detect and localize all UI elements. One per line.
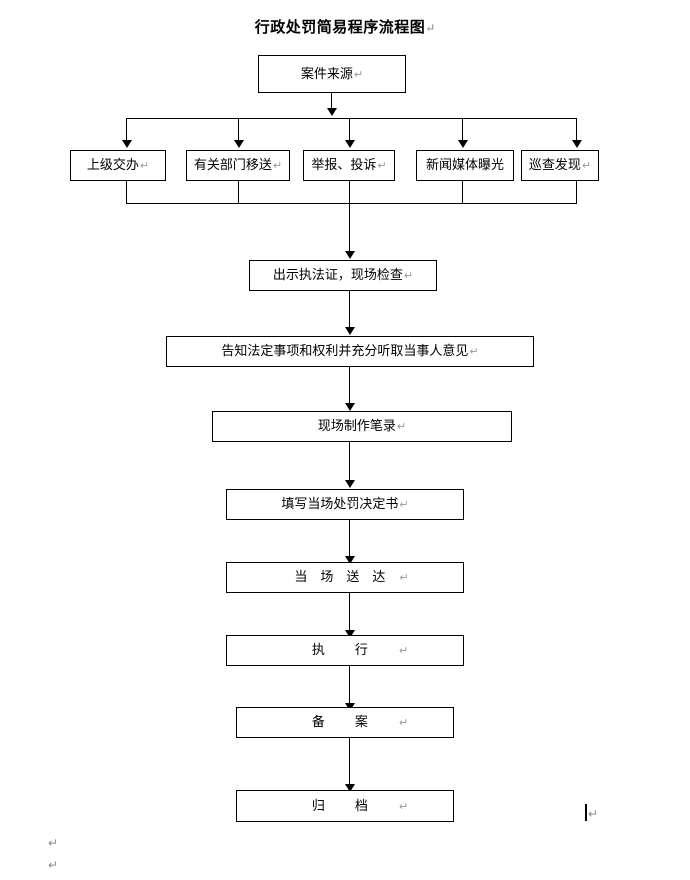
node-on-site-delivery-label: 当场送达 (294, 570, 399, 585)
paragraph-mark-icon: ↵ (399, 498, 409, 511)
merge-bus-line (126, 203, 576, 204)
connector-source-to-bus (331, 93, 332, 112)
page-title-text: 行政处罚简易程序流程图 (254, 18, 426, 36)
paragraph-mark-icon: ↵ (398, 799, 409, 813)
node-case-source[interactable]: 案件来源↵ (258, 55, 406, 93)
paragraph-mark-icon: ↵ (581, 159, 592, 172)
node-patrol-discovery[interactable]: 巡查发现↵ (521, 150, 599, 181)
node-inform-rights-hear-opinion-label: 告知法定事项和权利并充分听取当事人意见 (221, 344, 469, 359)
node-fill-penalty-decision[interactable]: 填写当场处罚决定书↵ (226, 489, 464, 520)
connector-bus-to-patrol-discovery (576, 118, 577, 142)
node-department-transfer-label: 有关部门移送 (193, 158, 272, 173)
connector-news-media-exposure-to-merge (462, 181, 463, 204)
connector-superior-assigned-to-merge (126, 181, 127, 204)
paragraph-mark-icon: ↵ (48, 836, 59, 850)
node-inform-rights-hear-opinion[interactable]: 告知法定事项和权利并充分听取当事人意见↵ (166, 336, 534, 367)
paragraph-mark-icon: ↵ (396, 420, 407, 433)
node-superior-assigned[interactable]: 上级交办↵ (70, 150, 166, 181)
paragraph-mark-icon: ↵ (377, 159, 387, 172)
node-report-complaint-label: 举报、投诉 (311, 158, 377, 173)
node-case-source-label: 案件来源 (300, 66, 353, 82)
connector-bus-to-superior-assigned (126, 118, 127, 142)
node-execution[interactable]: 执行↵ (226, 635, 464, 666)
node-archive[interactable]: 归档↵ (236, 790, 454, 822)
paragraph-mark-icon: ↵ (398, 644, 409, 657)
connector-department-transfer-to-merge (238, 181, 239, 204)
node-filing-record-label: 备案 (311, 715, 398, 730)
node-patrol-discovery-label: 巡查发现 (528, 158, 581, 173)
connector-step-5-to-step-6 (349, 593, 350, 635)
paragraph-mark-icon: ↵ (48, 858, 59, 872)
connector-bus-to-department-transfer (238, 118, 239, 142)
connector-step-6-to-step-7 (349, 666, 350, 708)
node-report-complaint[interactable]: 举报、投诉↵ (303, 150, 395, 181)
paragraph-mark-icon: ↵ (398, 716, 409, 729)
arrowhead-down-icon (345, 251, 355, 259)
paragraph-mark-icon: ↵ (425, 21, 436, 35)
node-execution-label: 执行 (311, 643, 398, 658)
node-superior-assigned-label: 上级交办 (86, 158, 139, 173)
connector-step-3-to-step-4 (349, 442, 350, 482)
arrowhead-down-icon (572, 140, 582, 148)
connector-bus-to-report-complaint (349, 118, 350, 142)
arrowhead-down-icon (327, 108, 337, 116)
node-make-on-site-record-label: 现场制作笔录 (317, 419, 396, 434)
arrowhead-down-icon (345, 784, 355, 792)
node-show-credentials-inspect-label: 出示执法证，现场检查 (272, 268, 403, 283)
paragraph-mark-icon: ↵ (353, 67, 364, 81)
arrowhead-down-icon (345, 403, 355, 411)
connector-merge-to-step-1 (349, 181, 350, 253)
arrowhead-down-icon (345, 480, 355, 488)
node-archive-label: 归档 (311, 798, 398, 814)
distribution-bus-line (126, 118, 576, 119)
paragraph-mark-icon: ↵ (469, 345, 479, 358)
node-department-transfer[interactable]: 有关部门移送↵ (186, 150, 290, 181)
arrowhead-down-icon (234, 140, 244, 148)
connector-step-7-to-step-8 (349, 738, 350, 788)
paragraph-mark-icon: ↵ (399, 571, 409, 584)
connector-step-2-to-step-3 (349, 367, 350, 406)
arrowhead-down-icon (345, 630, 355, 638)
connector-patrol-discovery-to-merge (576, 181, 577, 204)
node-show-credentials-inspect[interactable]: 出示执法证，现场检查↵ (249, 260, 437, 291)
arrowhead-down-icon (345, 556, 355, 564)
connector-step-4-to-step-5 (349, 520, 350, 560)
node-make-on-site-record[interactable]: 现场制作笔录↵ (212, 411, 512, 442)
node-news-media-exposure[interactable]: 新闻媒体曝光 (416, 150, 514, 181)
paragraph-mark-icon: ↵ (403, 269, 414, 282)
paragraph-mark-icon: ↵ (588, 807, 599, 821)
paragraph-mark-icon: ↵ (272, 159, 283, 172)
arrowhead-down-icon (458, 140, 468, 148)
node-news-media-exposure-label: 新闻媒体曝光 (425, 158, 504, 173)
node-fill-penalty-decision-label: 填写当场处罚决定书 (281, 497, 399, 512)
connector-bus-to-news-media-exposure (462, 118, 463, 142)
connector-step-1-to-step-2 (349, 291, 350, 330)
arrowhead-down-icon (345, 327, 355, 335)
page-title: 行政处罚简易程序流程图↵ (0, 16, 690, 37)
text-cursor[interactable] (585, 804, 587, 821)
node-on-site-delivery[interactable]: 当场送达↵ (226, 562, 464, 593)
arrowhead-down-icon (122, 140, 132, 148)
arrowhead-down-icon (345, 140, 355, 148)
paragraph-mark-icon: ↵ (139, 159, 150, 172)
node-filing-record[interactable]: 备案↵ (236, 707, 454, 738)
